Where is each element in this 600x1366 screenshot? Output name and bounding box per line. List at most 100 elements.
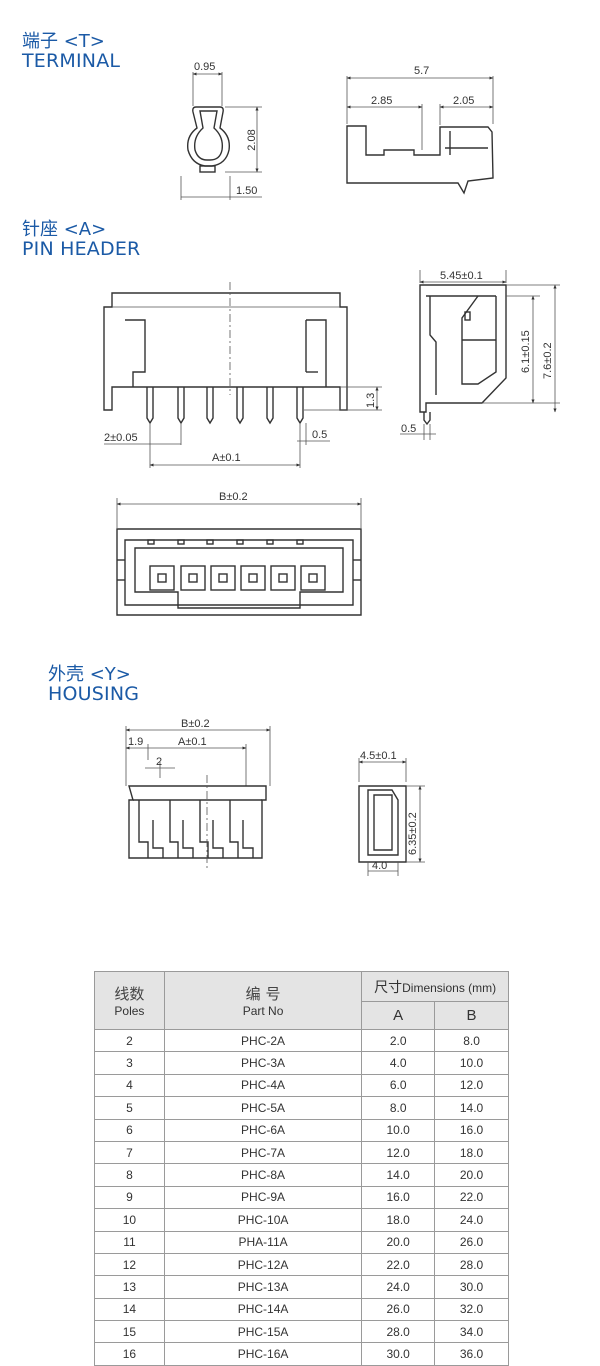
housing-title-cn: 外壳 <Y> [48,664,131,685]
dim-b-cell: 12.0 [434,1073,509,1098]
dim-a-cell: 18.0 [361,1208,436,1232]
dimensions-table: 线数 Poles 编 号 Part No 尺寸Dimensions (mm) A… [94,971,509,1366]
part-no-cell: PHC-15A [163,1320,363,1344]
part-no-cell: PHC-3A [163,1051,363,1075]
housing-side-width-label: 4.5±0.1 [360,750,397,762]
terminal-title-en: TERMINAL [22,50,121,73]
dim-b-cell: 16.0 [434,1118,509,1142]
dim-a-cell: 14.0 [361,1163,436,1187]
dim-b-cell: 30.0 [434,1275,509,1299]
part-no-header-en: Part No [242,1004,284,1018]
poles-cell: 14 [94,1297,165,1322]
part-no-cell: PHC-6A [163,1118,363,1142]
dim-a-cell: 12.0 [361,1140,436,1165]
part-no-cell: PHC-12A [163,1252,363,1277]
side-width-label: 5.45±0.1 [440,270,483,282]
dimensions-header: 尺寸Dimensions (mm) [361,971,509,1002]
pin-width-label: 0.5 [312,429,327,441]
part-no-cell: PHC-2A [163,1028,363,1053]
poles-cell: 3 [94,1051,165,1075]
housing-pitch-label: 2 [156,756,162,768]
housing-front-view: B±0.2 A±0.1 1.9 2 [125,718,271,870]
side-pin-label: 0.5 [401,423,416,435]
dim-b-cell: 18.0 [434,1140,509,1165]
part-no-cell: PHC-7A [163,1140,363,1165]
terminal-width-label: 0.95 [194,61,215,73]
terminal-right-label: 2.05 [453,95,474,107]
pin-header-pins [146,387,304,425]
dim-b-cell: 8.0 [434,1028,509,1053]
dim-b-cell: 20.0 [434,1163,509,1187]
dim-b-cell: 24.0 [434,1208,509,1232]
part-no-cell: PHC-13A [163,1275,363,1299]
pin-header-section-title: 针座 <A> PIN HEADER [22,220,140,260]
poles-cell: 10 [94,1208,165,1232]
poles-cell: 12 [94,1252,165,1277]
pin-header-title-cn: 针座 <A> [22,219,107,240]
dim-b-cell: 14.0 [434,1096,509,1120]
terminal-base-label: 1.50 [236,185,257,197]
dim-a-cell: 26.0 [361,1297,436,1322]
part-no-cell: PHC-14A [163,1297,363,1322]
dim-b-cell: 26.0 [434,1230,509,1254]
part-no-cell: PHC-8A [163,1163,363,1187]
terminal-height-label: 2.08 [246,129,258,150]
dim-a-cell: 6.0 [361,1073,436,1098]
part-no-header: 编 号 Part No [163,971,363,1030]
poles-cell: 11 [94,1230,165,1254]
poles-cell: 13 [94,1275,165,1299]
terminal-section-title: 端子 <T> TERMINAL [22,32,120,72]
poles-cell: 6 [94,1118,165,1142]
pin-a-label: A±0.1 [212,452,241,464]
side-height2-label: 7.6±0.2 [542,342,554,379]
housing-title-en: HOUSING [48,683,140,706]
housing-a-label: A±0.1 [178,736,207,748]
dim-a-cell: 10.0 [361,1118,436,1142]
dim-a-cell: 4.0 [361,1051,436,1075]
top-b-label: B±0.2 [219,491,248,503]
pin-header-front-view: 1.3 2±0.05 A±0.1 0.5 [103,282,382,468]
dim-b-cell: 22.0 [434,1185,509,1210]
part-no-cell: PHC-16A [163,1342,363,1366]
housing-side-height-label: 6.35±0.2 [407,812,419,855]
technical-drawings: 0.95 2.08 1.50 5.7 2.85 2.05 [103,61,560,876]
housing-section-title: 外壳 <Y> HOUSING [48,665,139,705]
dim-a-cell: 28.0 [361,1320,436,1344]
part-no-cell: PHC-4A [163,1073,363,1098]
pin-height-label: 1.3 [365,393,377,408]
col-b-header: B [434,1001,509,1030]
dim-a-cell: 20.0 [361,1230,436,1254]
dim-a-cell: 2.0 [361,1028,436,1053]
dim-b-cell: 36.0 [434,1342,509,1366]
poles-cell: 5 [94,1096,165,1120]
pin-header-title-en: PIN HEADER [22,238,141,261]
dim-b-cell: 32.0 [434,1297,509,1322]
pin-header-side-view: 5.45±0.1 6.1±0.15 7.6±0.2 0.5 [400,270,560,440]
dim-a-cell: 16.0 [361,1185,436,1210]
dimensions-header-cn: 尺寸 [374,979,403,996]
pin-pitch-label: 2±0.05 [104,432,138,444]
dim-a-cell: 8.0 [361,1096,436,1120]
poles-cell: 4 [94,1073,165,1098]
poles-cell: 2 [94,1028,165,1053]
col-a-header: A [361,1001,436,1030]
dimensions-header-en: Dimensions (mm) [402,980,497,995]
poles-cell: 8 [94,1163,165,1187]
terminal-total-label: 5.7 [414,65,429,77]
part-no-cell: PHC-5A [163,1096,363,1120]
poles-header-en: Poles [114,1004,145,1018]
dim-a-cell: 24.0 [361,1275,436,1299]
part-no-header-cn: 编 号 [245,985,281,1003]
housing-cavities [138,800,254,858]
